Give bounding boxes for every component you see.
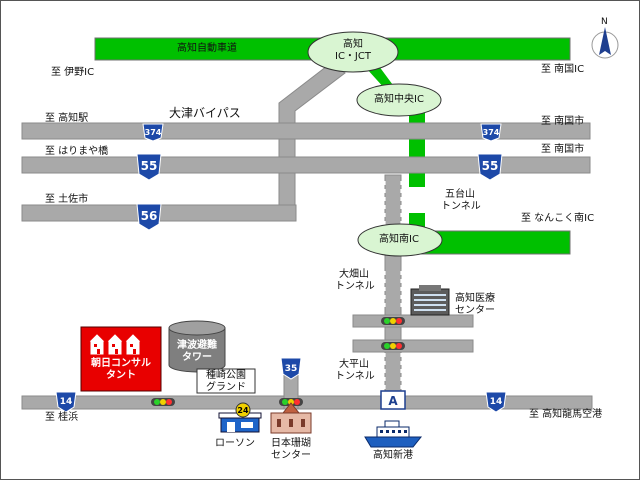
lawson-24-badge: 24 bbox=[237, 406, 249, 415]
shield-14-west-label: 14 bbox=[60, 397, 73, 407]
road-374 bbox=[21, 122, 591, 140]
company-building bbox=[80, 326, 162, 392]
shield-374-east-label: 374 bbox=[483, 128, 500, 137]
route-shields bbox=[55, 123, 507, 413]
shield-55-east-label: 55 bbox=[482, 159, 499, 173]
expressway-minami-link bbox=[420, 230, 571, 255]
shield-14-east-label: 14 bbox=[490, 397, 503, 407]
dest-tosa: 至 土佐市 bbox=[45, 194, 89, 205]
dest-nankoku-2: 至 南国市 bbox=[541, 144, 585, 155]
convenience-store-icon bbox=[218, 402, 262, 433]
road-local-2 bbox=[352, 339, 474, 353]
shield-374-west bbox=[142, 123, 164, 142]
lawson-label: ローソン bbox=[215, 438, 255, 449]
coral-center-label: 日本珊瑚センター bbox=[271, 438, 311, 461]
ic-minami-bubble bbox=[357, 223, 443, 257]
port-marker-box bbox=[380, 390, 406, 410]
shield-55-east bbox=[477, 153, 503, 181]
coral-center-icon bbox=[270, 402, 312, 434]
traffic-lights bbox=[151, 317, 405, 406]
road-55 bbox=[21, 156, 591, 174]
ic-minami-label: 高知南IC bbox=[379, 234, 419, 245]
road-bypass-south bbox=[384, 174, 402, 406]
dest-nankoku-1: 至 南国市 bbox=[541, 116, 585, 127]
dest-airport: 至 高知龍馬空港 bbox=[529, 409, 603, 420]
shield-35-label: 35 bbox=[285, 364, 298, 374]
port-label: 高知新港 bbox=[373, 450, 413, 461]
shield-56 bbox=[136, 203, 162, 231]
office-building-icon bbox=[89, 334, 141, 355]
medical-center-label: 高知医療センター bbox=[455, 293, 495, 316]
ic-jct-bubble bbox=[307, 31, 399, 73]
shield-374-west-label: 374 bbox=[145, 128, 162, 137]
park-box bbox=[196, 368, 256, 394]
compass-label: N bbox=[601, 17, 608, 27]
dest-nankoku-ic: 至 南国IC bbox=[541, 64, 585, 75]
tunnel-markers bbox=[384, 181, 402, 393]
tunnel-ohirayama: 大平山トンネル bbox=[335, 359, 375, 382]
tunnel-godaisan: 五台山トンネル bbox=[441, 189, 481, 212]
expressway-label: 高知自動車道 bbox=[177, 43, 237, 54]
dest-kochi-eki: 至 高知駅 bbox=[45, 113, 89, 124]
ic-chuo-bubble bbox=[356, 83, 442, 117]
dest-ino: 至 伊野IC bbox=[51, 67, 95, 78]
road-jct-ramp bbox=[278, 62, 346, 222]
traffic-light-icon bbox=[381, 342, 405, 350]
tsunami-tower-icon bbox=[168, 320, 226, 373]
ship-icon bbox=[364, 420, 423, 448]
road-network bbox=[21, 62, 593, 410]
shield-14-west bbox=[55, 391, 77, 413]
shield-55-west-label: 55 bbox=[141, 159, 158, 173]
shield-14-east bbox=[485, 391, 507, 413]
dest-katsurahama: 至 桂浜 bbox=[45, 412, 79, 423]
dest-nankoku-minami: 至 なんこく南IC bbox=[521, 213, 595, 224]
traffic-light-icon bbox=[381, 317, 405, 325]
shield-56-label: 56 bbox=[141, 209, 158, 223]
shield-35 bbox=[280, 357, 302, 380]
park-label: 種崎公園グランド bbox=[206, 370, 246, 393]
tsunami-tower-label: 津波避難タワー bbox=[177, 340, 217, 363]
bypass-label: 大津バイパス bbox=[169, 106, 241, 120]
company-label: 朝日コンサルタント bbox=[91, 358, 151, 381]
traffic-light-icon bbox=[279, 398, 303, 406]
hospital-icon bbox=[410, 285, 450, 316]
port-marker-label: A bbox=[388, 394, 398, 408]
road-14 bbox=[21, 395, 593, 410]
shield-374-east bbox=[480, 123, 502, 142]
tunnel-ohatayama: 大畑山トンネル bbox=[335, 269, 375, 292]
shield-55-west bbox=[136, 153, 162, 181]
north-arrow-icon bbox=[591, 27, 619, 59]
ic-chuo-label: 高知中央IC bbox=[374, 94, 424, 105]
dest-harimaya: 至 はりまや橋 bbox=[45, 146, 109, 157]
traffic-light-icon bbox=[151, 398, 175, 406]
